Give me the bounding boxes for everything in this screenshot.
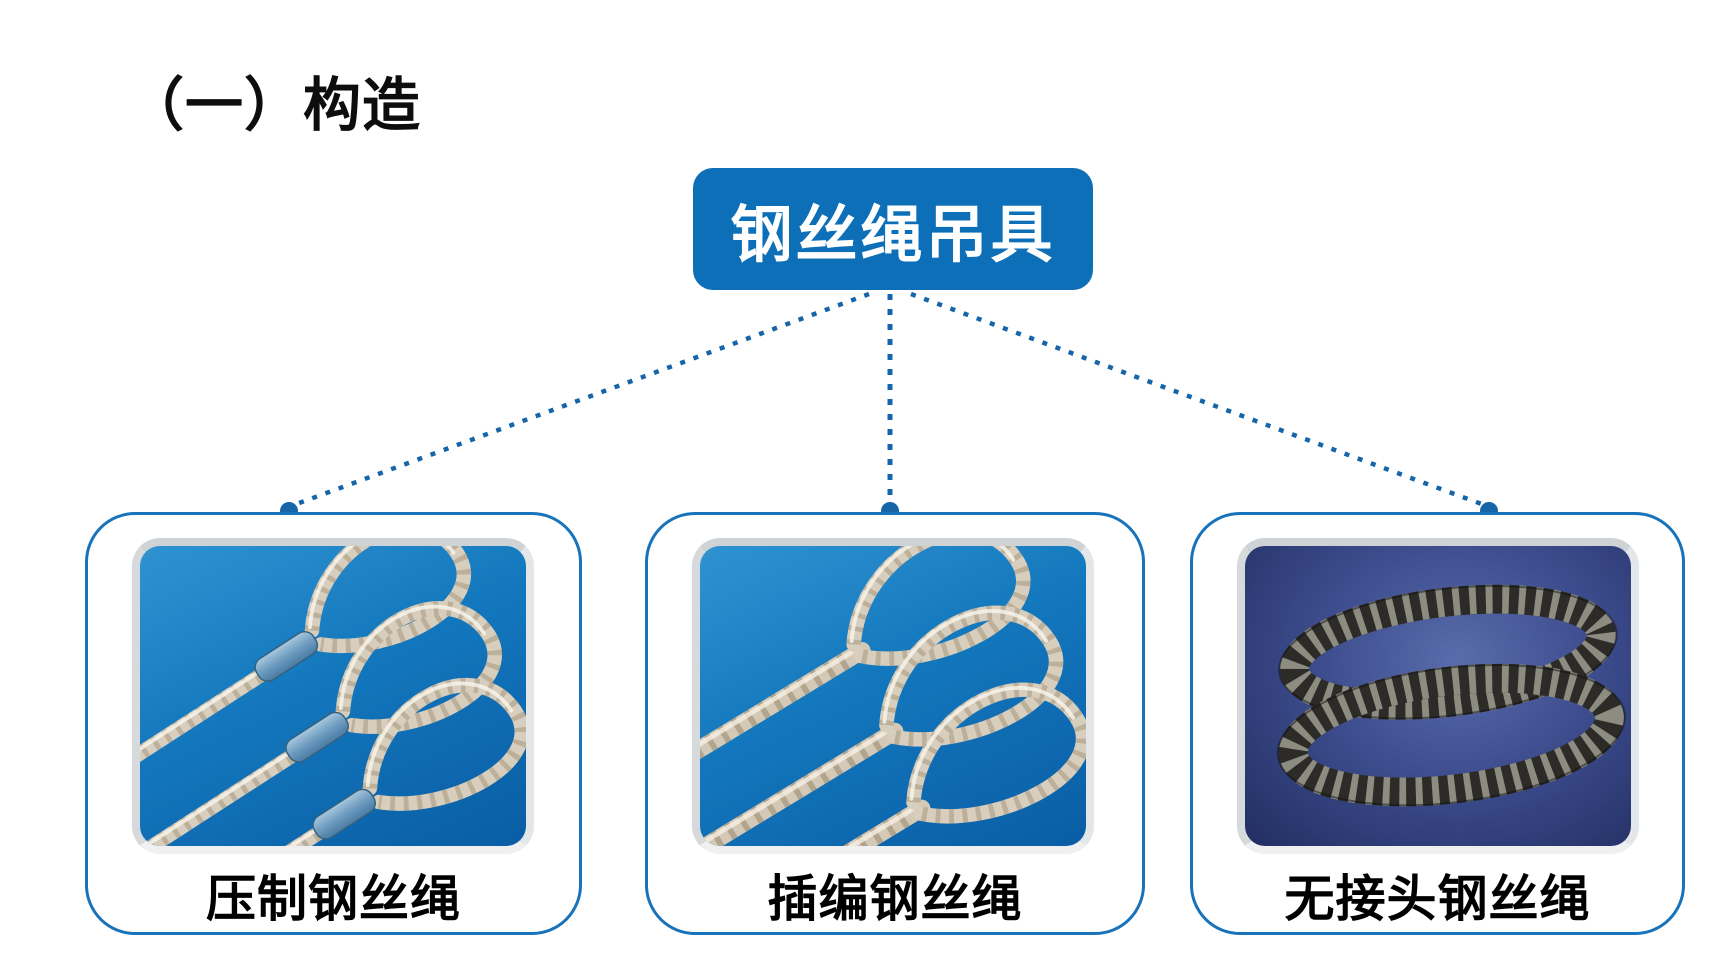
- root-node-wire-rope-sling: 钢丝绳吊具: [693, 168, 1093, 290]
- connector-right: [910, 291, 1488, 509]
- spliced-wire-rope-photo: [692, 538, 1094, 854]
- root-node-label: 钢丝绳吊具: [730, 201, 1056, 270]
- card-label-pressed-wire-rope: 压制钢丝绳: [206, 871, 461, 927]
- card-spliced-wire-rope: 插编钢丝绳: [645, 512, 1145, 935]
- card-label-spliced-wire-rope: 插编钢丝绳: [767, 871, 1023, 927]
- endless-wire-rope-photo: [1237, 538, 1639, 854]
- connector-left: [290, 291, 870, 509]
- endless-wire-rope-image: [1276, 584, 1626, 807]
- page-title: （一）构造: [126, 73, 422, 138]
- card-pressed-wire-rope: 压制钢丝绳: [85, 512, 582, 935]
- card-label-endless-wire-rope: 无接头钢丝绳: [1284, 871, 1591, 927]
- pressed-wire-rope-image: [140, 546, 526, 846]
- spliced-wire-rope-image: [700, 546, 1086, 846]
- pressed-wire-rope-photo: [132, 538, 534, 854]
- card-endless-wire-rope: 无接头钢丝绳: [1190, 512, 1685, 935]
